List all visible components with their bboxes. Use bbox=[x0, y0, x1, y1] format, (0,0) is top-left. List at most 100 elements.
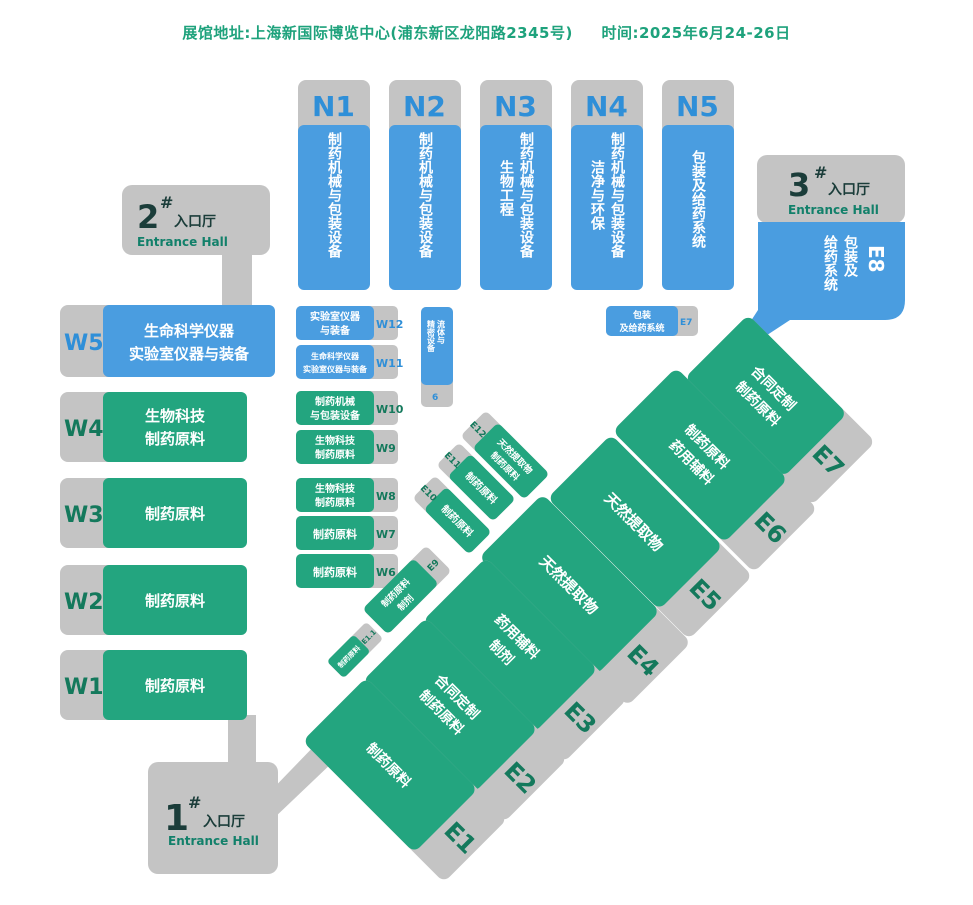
svg-text:制药原料: 制药原料 bbox=[145, 505, 205, 523]
svg-text:N4: N4 bbox=[585, 90, 628, 123]
svg-text:W4: W4 bbox=[64, 417, 104, 442]
svg-text:生物科技: 生物科技 bbox=[315, 482, 356, 495]
svg-text:包装及: 包装及 bbox=[842, 234, 859, 278]
svg-text:1: 1 bbox=[164, 798, 189, 839]
svg-text:W9: W9 bbox=[376, 442, 396, 455]
svg-text:实验室仪器与装备: 实验室仪器与装备 bbox=[129, 345, 250, 363]
entrance-hall-1[interactable]: 1 # 入口厅 Entrance Hall bbox=[148, 762, 278, 874]
entrance-hall-2[interactable]: 2 # 入口厅 Entrance Hall bbox=[122, 185, 270, 255]
svg-text:制药原料: 制药原料 bbox=[145, 430, 205, 448]
svg-text:2: 2 bbox=[137, 198, 159, 236]
hall-w4[interactable]: W4 生物科技 制药原料 bbox=[60, 392, 247, 462]
svg-text:Entrance Hall: Entrance Hall bbox=[137, 235, 228, 249]
svg-text:包装及给药系统: 包装及给药系统 bbox=[690, 149, 707, 249]
hall-w3[interactable]: W3 制药原料 bbox=[60, 478, 247, 548]
hall-e2[interactable]: 合同定制 制药原料 E2 bbox=[362, 617, 567, 822]
hall-w9[interactable]: 生物科技 制药原料 W9 bbox=[296, 430, 398, 464]
svg-text:N2: N2 bbox=[403, 90, 446, 123]
svg-text:生命科学仪器: 生命科学仪器 bbox=[144, 322, 235, 340]
hall-e11[interactable]: 制药原料 E11 bbox=[435, 441, 515, 521]
hall-w5[interactable]: W5 生命科学仪器 实验室仪器与装备 bbox=[60, 305, 275, 377]
svg-text:包装: 包装 bbox=[632, 309, 652, 321]
svg-text:W10: W10 bbox=[376, 403, 404, 416]
svg-text:N5: N5 bbox=[676, 90, 719, 123]
hall-e1-1[interactable]: 制药原料 E1.1 bbox=[327, 622, 384, 679]
svg-text:制药机械与包装设备: 制药机械与包装设备 bbox=[518, 131, 535, 258]
hall-e5[interactable]: 天然提取物 E5 bbox=[547, 434, 752, 639]
hall-n4[interactable]: N4 制药机械与包装设备 洁净与环保 bbox=[571, 80, 643, 290]
hall-n2[interactable]: N2 制药机械与包装设备 bbox=[389, 80, 461, 290]
hall-e7-small[interactable]: 包装 及给药系统 E7 bbox=[606, 306, 698, 336]
svg-text:洁净与环保: 洁净与环保 bbox=[589, 159, 606, 231]
svg-text:#: # bbox=[814, 163, 827, 182]
svg-text:实验室仪器与装备: 实验室仪器与装备 bbox=[303, 364, 368, 374]
svg-text:制药原料: 制药原料 bbox=[313, 527, 357, 541]
svg-text:给药系统: 给药系统 bbox=[822, 234, 838, 292]
hall-n3[interactable]: N3 制药机械与包装设备 生物工程 bbox=[480, 80, 552, 290]
svg-text:制药原料: 制药原料 bbox=[313, 565, 357, 579]
svg-text:3: 3 bbox=[788, 166, 810, 204]
svg-text:生物科技: 生物科技 bbox=[145, 407, 206, 425]
svg-text:E8: E8 bbox=[864, 245, 888, 273]
hall-small-blue[interactable]: 流体与 精密设备 6 bbox=[421, 307, 453, 407]
svg-text:制药机械与包装设备: 制药机械与包装设备 bbox=[609, 131, 626, 258]
svg-text:入口厅: 入口厅 bbox=[174, 214, 216, 230]
event-time: 时间:2025年6月24-26日 bbox=[601, 24, 791, 42]
entrance-hall-3[interactable]: 3 # 入口厅 Entrance Hall bbox=[757, 155, 905, 223]
hall-n5[interactable]: N5 包装及给药系统 bbox=[662, 80, 734, 290]
hall-w11[interactable]: 生命科学仪器 实验室仪器与装备 W11 bbox=[296, 345, 403, 379]
svg-text:与装备: 与装备 bbox=[320, 324, 351, 337]
svg-text:与包装设备: 与包装设备 bbox=[310, 409, 361, 422]
venue-header: 展馆地址:上海新国际博览中心(浦东新区龙阳路2345号) 时间:2025年6月2… bbox=[0, 22, 973, 43]
svg-text:制药原料: 制药原料 bbox=[145, 677, 205, 695]
svg-text:W12: W12 bbox=[376, 318, 403, 331]
svg-text:制药原料: 制药原料 bbox=[315, 496, 355, 509]
svg-text:及给药系统: 及给药系统 bbox=[619, 322, 664, 334]
svg-text:制药机械与包装设备: 制药机械与包装设备 bbox=[326, 131, 343, 258]
svg-text:生物工程: 生物工程 bbox=[498, 159, 514, 217]
svg-text:制药原料: 制药原料 bbox=[315, 448, 355, 461]
hall-e9[interactable]: 制药原料 制剂 E9 bbox=[362, 545, 451, 634]
venue-address: 展馆地址:上海新国际博览中心(浦东新区龙阳路2345号) bbox=[182, 24, 573, 42]
svg-text:W2: W2 bbox=[64, 590, 104, 615]
svg-text:W11: W11 bbox=[376, 357, 403, 370]
svg-text:W6: W6 bbox=[376, 566, 396, 579]
svg-text:制药原料: 制药原料 bbox=[145, 592, 205, 610]
svg-text:Entrance Hall: Entrance Hall bbox=[168, 834, 259, 848]
hall-e7[interactable]: 合同定制 制药原料 E7 bbox=[685, 315, 876, 506]
hall-w1[interactable]: W1 制药原料 bbox=[60, 650, 247, 720]
svg-text:W8: W8 bbox=[376, 490, 396, 503]
svg-text:Entrance Hall: Entrance Hall bbox=[788, 203, 879, 217]
hall-e12[interactable]: 天然提取物 制药原料 E12 bbox=[460, 410, 550, 500]
svg-text:生物科技: 生物科技 bbox=[315, 434, 356, 447]
svg-text:W5: W5 bbox=[64, 331, 104, 356]
svg-text:流体与: 流体与 bbox=[436, 319, 446, 345]
hall-w12[interactable]: 实验室仪器 与装备 W12 bbox=[296, 306, 403, 340]
svg-text:N3: N3 bbox=[494, 90, 537, 123]
svg-text:实验室仪器: 实验室仪器 bbox=[310, 310, 361, 323]
hall-n1[interactable]: N1 制药机械与包装设备 bbox=[298, 80, 370, 290]
svg-text:E7: E7 bbox=[680, 318, 692, 328]
svg-text:生命科学仪器: 生命科学仪器 bbox=[311, 351, 360, 361]
svg-text:N1: N1 bbox=[312, 90, 355, 123]
hall-w10[interactable]: 制药机械 与包装设备 W10 bbox=[296, 391, 404, 425]
svg-text:制药机械: 制药机械 bbox=[315, 395, 355, 408]
svg-text:精密设备: 精密设备 bbox=[426, 319, 436, 353]
hall-w2[interactable]: W2 制药原料 bbox=[60, 565, 247, 635]
hall-w7[interactable]: 制药原料 W7 bbox=[296, 516, 398, 550]
svg-text:W1: W1 bbox=[64, 675, 104, 700]
svg-text:6: 6 bbox=[432, 393, 438, 403]
hall-e8[interactable]: 包装及 给药系统 E8 bbox=[745, 222, 905, 345]
svg-text:#: # bbox=[160, 193, 173, 212]
svg-text:制药机械与包装设备: 制药机械与包装设备 bbox=[417, 131, 434, 258]
svg-text:入口厅: 入口厅 bbox=[203, 814, 245, 830]
hall-e3[interactable]: 药用辅料 制剂 E3 bbox=[422, 557, 627, 762]
hall-w6[interactable]: 制药原料 W6 bbox=[296, 554, 398, 588]
svg-text:W7: W7 bbox=[376, 528, 396, 541]
hall-w8[interactable]: 生物科技 制药原料 W8 bbox=[296, 478, 398, 512]
svg-text:W3: W3 bbox=[64, 503, 104, 528]
hall-e4[interactable]: 天然提取物 E4 bbox=[479, 494, 691, 706]
svg-text:入口厅: 入口厅 bbox=[828, 182, 870, 198]
svg-text:#: # bbox=[188, 793, 201, 812]
